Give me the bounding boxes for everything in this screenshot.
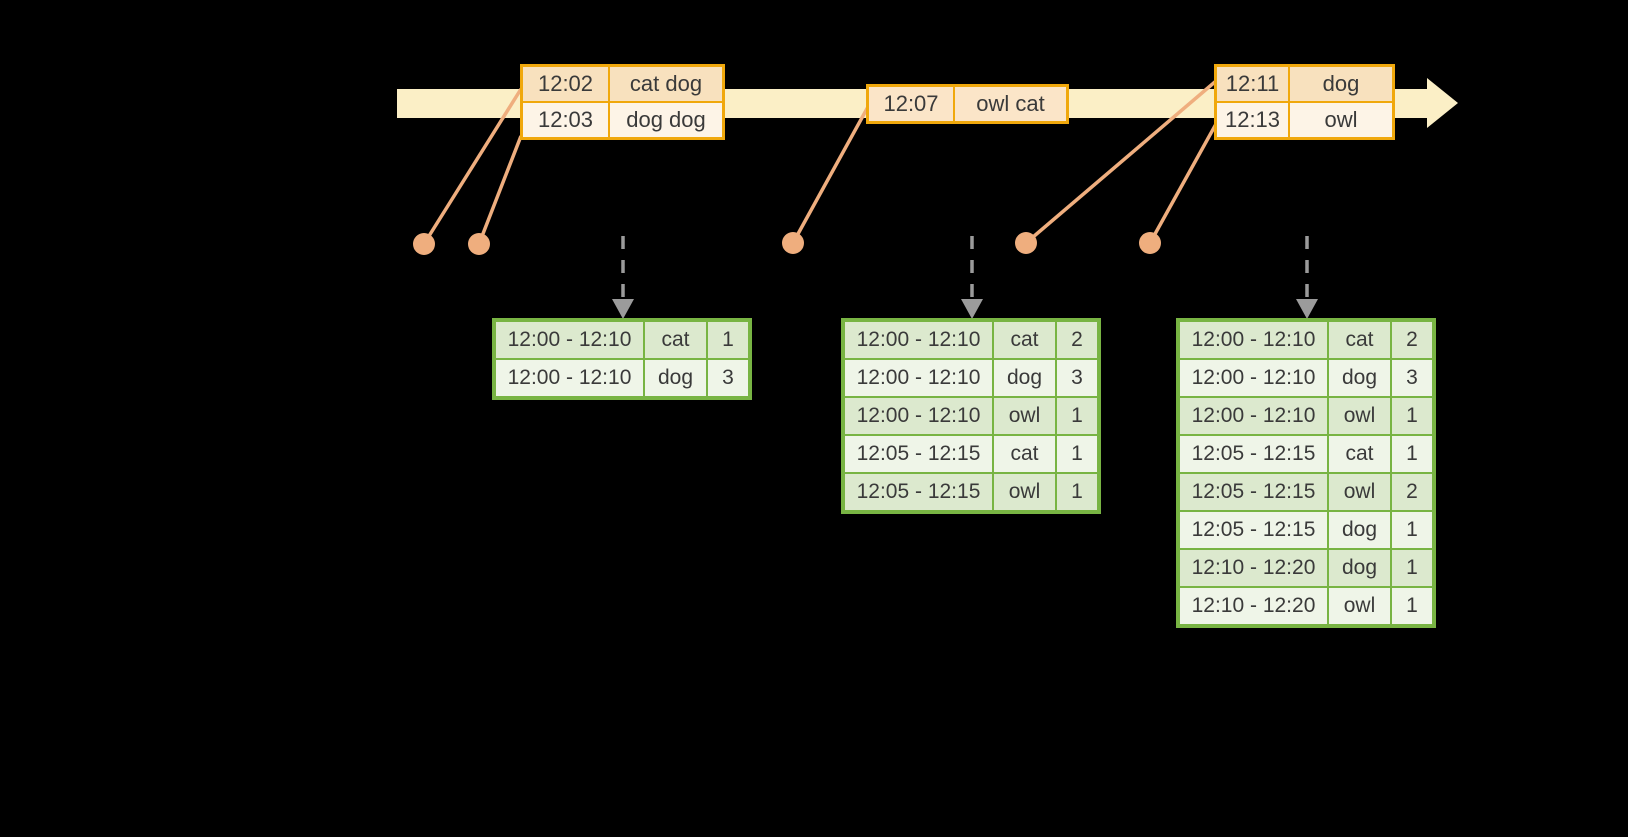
word-cell: owl (1329, 588, 1390, 624)
window-cell: 12:00 - 12:10 (496, 360, 643, 396)
count-cell: 1 (1057, 474, 1097, 510)
count-cell: 1 (1057, 436, 1097, 472)
count-cell: 1 (1392, 512, 1432, 548)
count-cell: 1 (1057, 398, 1097, 434)
window-cell: 12:00 - 12:10 (1180, 322, 1327, 358)
event-words-cell: cat dog (610, 67, 722, 101)
event-dot-icon (1015, 232, 1037, 254)
count-cell: 1 (1392, 550, 1432, 586)
word-cell: dog (1329, 550, 1390, 586)
count-cell: 1 (1392, 436, 1432, 472)
window-cell: 12:05 - 12:15 (1180, 512, 1327, 548)
window-cell: 12:05 - 12:15 (1180, 436, 1327, 472)
count-cell: 1 (1392, 588, 1432, 624)
window-cell: 12:00 - 12:10 (845, 360, 992, 396)
event-dot-icon (468, 233, 490, 255)
event-time-cell: 12:02 (523, 67, 608, 101)
count-cell: 3 (1057, 360, 1097, 396)
event-time-cell: 12:13 (1217, 103, 1288, 137)
result-table-2: 12:00 - 12:10 cat 2 12:00 - 12:10 dog 3 … (841, 318, 1101, 514)
count-cell: 2 (1392, 474, 1432, 510)
word-cell: dog (645, 360, 706, 396)
event-words-cell: owl (1290, 103, 1392, 137)
word-cell: cat (994, 436, 1055, 472)
word-cell: owl (994, 474, 1055, 510)
event-time-cell: 12:03 (523, 103, 608, 137)
window-cell: 12:00 - 12:10 (496, 322, 643, 358)
word-cell: cat (1329, 436, 1390, 472)
count-cell: 2 (1392, 322, 1432, 358)
trigger-arrowhead-icon (612, 299, 634, 319)
word-cell: owl (1329, 474, 1390, 510)
trigger-arrowhead-icon (1296, 299, 1318, 319)
event-dot-icon (413, 233, 435, 255)
event-table-3: 12:11 dog 12:13 owl (1214, 64, 1395, 140)
event-words-cell: owl cat (955, 87, 1066, 121)
count-cell: 2 (1057, 322, 1097, 358)
window-cell: 12:00 - 12:10 (845, 398, 992, 434)
event-table-1: 12:02 cat dog 12:03 dog dog (520, 64, 725, 140)
event-connector-line (1024, 79, 1218, 245)
window-cell: 12:10 - 12:20 (1180, 550, 1327, 586)
window-cell: 12:05 - 12:15 (845, 474, 992, 510)
event-connector-line (422, 88, 523, 245)
window-cell: 12:00 - 12:10 (1180, 360, 1327, 396)
result-table-1: 12:00 - 12:10 cat 1 12:00 - 12:10 dog 3 (492, 318, 752, 400)
count-cell: 3 (1392, 360, 1432, 396)
window-cell: 12:10 - 12:20 (1180, 588, 1327, 624)
event-words-cell: dog (1290, 67, 1392, 101)
count-cell: 1 (708, 322, 748, 358)
event-table-2: 12:07 owl cat (866, 84, 1069, 124)
word-cell: owl (1329, 398, 1390, 434)
event-dot-icon (1139, 232, 1161, 254)
event-connector-line (1148, 123, 1218, 244)
window-cell: 12:05 - 12:15 (1180, 474, 1327, 510)
word-cell: cat (994, 322, 1055, 358)
count-cell: 1 (1392, 398, 1432, 434)
trigger-arrowhead-icon (961, 299, 983, 319)
event-connector-line (477, 135, 523, 245)
event-dot-icon (782, 232, 804, 254)
window-cell: 12:05 - 12:15 (845, 436, 992, 472)
event-time-cell: 12:07 (869, 87, 953, 121)
count-cell: 3 (708, 360, 748, 396)
word-cell: dog (1329, 512, 1390, 548)
window-cell: 12:00 - 12:10 (1180, 398, 1327, 434)
event-time-cell: 12:11 (1217, 67, 1288, 101)
word-cell: dog (1329, 360, 1390, 396)
word-cell: owl (994, 398, 1055, 434)
word-cell: cat (645, 322, 706, 358)
event-connector-line (791, 104, 871, 244)
word-cell: dog (994, 360, 1055, 396)
window-cell: 12:00 - 12:10 (845, 322, 992, 358)
timeline-arrowhead-icon (1427, 78, 1458, 128)
event-words-cell: dog dog (610, 103, 722, 137)
result-table-3: 12:00 - 12:10 cat 2 12:00 - 12:10 dog 3 … (1176, 318, 1436, 628)
word-cell: cat (1329, 322, 1390, 358)
